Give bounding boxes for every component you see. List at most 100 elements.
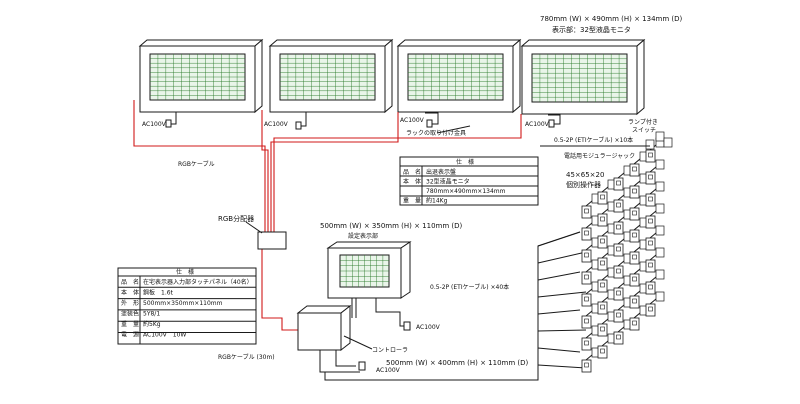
modular-jack-label: 電話用モジュラージャック	[564, 152, 635, 160]
operator-unit	[629, 283, 649, 309]
ac-label-3: AC100V	[400, 117, 425, 124]
ac-plug-icon	[295, 121, 302, 130]
spec-value: AC100V 10W	[143, 332, 186, 339]
operator-unit	[613, 275, 633, 301]
ac-plug-icon	[358, 361, 366, 371]
lcd-monitor-group	[138, 38, 646, 116]
spec-key: 品 名	[403, 168, 421, 176]
operator-unit	[597, 267, 617, 293]
individual-operator-grid	[540, 131, 673, 373]
spec-value: 出退表示盤	[426, 168, 456, 176]
operator-unit	[629, 217, 649, 243]
spec-key: 重 量	[121, 320, 139, 328]
panel-spec-table: 仕 様 品 名在宅表示器入力部タッチパネル（40名） 本 体鋼板 1.6t 外 形 5…	[117, 267, 257, 345]
rgb-cables-red	[133, 100, 522, 331]
operator-unit	[645, 269, 665, 295]
operator-unit	[597, 179, 617, 205]
panel-spec-title: 仕 様	[176, 268, 194, 276]
operator-unit	[581, 303, 601, 329]
operator-unit	[597, 333, 617, 359]
monitor-size-label: 780mm (W) × 490mm (H) × 134mm (D)	[540, 15, 683, 23]
setup-display-unit	[326, 241, 412, 299]
spec-value: 鋼板 1.6t	[143, 289, 174, 297]
lcd-monitor	[396, 38, 522, 114]
lcd-monitor	[268, 38, 394, 114]
modular-jack-icon	[655, 269, 665, 280]
operator-unit	[629, 305, 649, 331]
monitor-note-label: ラックの取り付け金具	[406, 129, 466, 137]
operator-unit	[613, 165, 633, 191]
operator-unit	[597, 245, 617, 271]
ac-plug-icon	[548, 119, 555, 128]
spec-key: 品 名	[121, 278, 139, 286]
controller-unit	[296, 304, 352, 352]
operator-size-label: 45×65×20	[566, 171, 604, 179]
operator-unit	[581, 215, 601, 241]
operator-label: 個別操作器	[566, 180, 601, 189]
modular-jack-icon	[655, 203, 665, 214]
eti-cable-fan	[537, 231, 587, 380]
spec-key: 本 体	[403, 178, 421, 186]
operator-unit	[581, 347, 601, 373]
operator-unit	[629, 195, 649, 221]
lcd-monitor	[520, 38, 646, 116]
operator-unit	[629, 173, 649, 199]
monitor-type-label: 表示部：32型液晶モニタ	[552, 25, 631, 34]
operator-unit	[613, 231, 633, 257]
ac-plug-icon	[403, 321, 411, 331]
operator-unit	[613, 297, 633, 323]
eti-cable-top-label: 0.5-2P (ETIケーブル) ×10本	[554, 136, 633, 144]
spec-key: 外 形	[121, 299, 139, 307]
modular-jack-icon	[655, 291, 665, 302]
operator-unit	[645, 181, 665, 207]
modular-jack-icon	[663, 137, 673, 148]
spec-value: 500mm×350mm×110mm	[143, 300, 223, 307]
panel-spec-rows: 品 名在宅表示器入力部タッチパネル（40名） 本 体鋼板 1.6t 外 形 500mm…	[118, 278, 256, 339]
ac-label-4: AC100V	[525, 121, 550, 128]
operator-unit	[629, 239, 649, 265]
operator-unit	[645, 225, 665, 251]
switch-label: ランプ付き	[628, 118, 658, 126]
modular-jack-icon	[655, 131, 665, 142]
modular-jack-icon	[655, 181, 665, 192]
controller-label: コントローラ	[372, 347, 408, 354]
operator-unit	[645, 291, 665, 317]
monitor-cable-label: RGBケーブル	[178, 160, 215, 168]
spec-key: 重 量	[403, 197, 421, 205]
ac-plug-icon	[165, 119, 172, 128]
operator-unit	[645, 203, 665, 229]
spec-key: 本 体	[121, 289, 139, 297]
spec-value: 在宅表示器入力部タッチパネル（40名）	[143, 278, 253, 286]
operator-unit	[597, 289, 617, 315]
operator-unit	[581, 325, 601, 351]
rgb-cable-label: RGBケーブル (30m)	[218, 353, 275, 361]
modular-jack-icon	[655, 159, 665, 170]
operator-unit	[629, 151, 649, 177]
spec-value: 32型液晶モニタ	[426, 178, 470, 186]
operator-unit	[645, 247, 665, 273]
modular-jack-icon	[655, 247, 665, 258]
operator-unit	[581, 237, 601, 263]
operator-unit	[581, 259, 601, 285]
spec-value: 約14Kg	[426, 197, 448, 205]
spec-key: 塗装色	[121, 310, 139, 318]
operator-unit	[629, 261, 649, 287]
spec-key: 電 源	[121, 331, 139, 339]
operator-unit	[597, 311, 617, 337]
modular-jack-icon	[655, 225, 665, 236]
modular-jack-icon	[645, 139, 655, 150]
rgb-distributor-label: RGB分配器	[218, 214, 254, 223]
setup-display-label: 設定表示部	[348, 232, 378, 240]
ac-label-setup: AC100V	[416, 324, 441, 331]
spec-value: 約5Kg	[143, 320, 161, 328]
monitor-spec-title: 仕 様	[456, 158, 474, 166]
ac-plug-icon	[426, 119, 433, 128]
operator-unit	[597, 201, 617, 227]
switch-label-2: スイッチ	[632, 127, 656, 134]
ac-label-2: AC100V	[264, 121, 289, 128]
operator-unit	[613, 319, 633, 345]
controller-size-label: 500mm (W) × 400mm (H) × 110mm (D)	[386, 359, 529, 367]
